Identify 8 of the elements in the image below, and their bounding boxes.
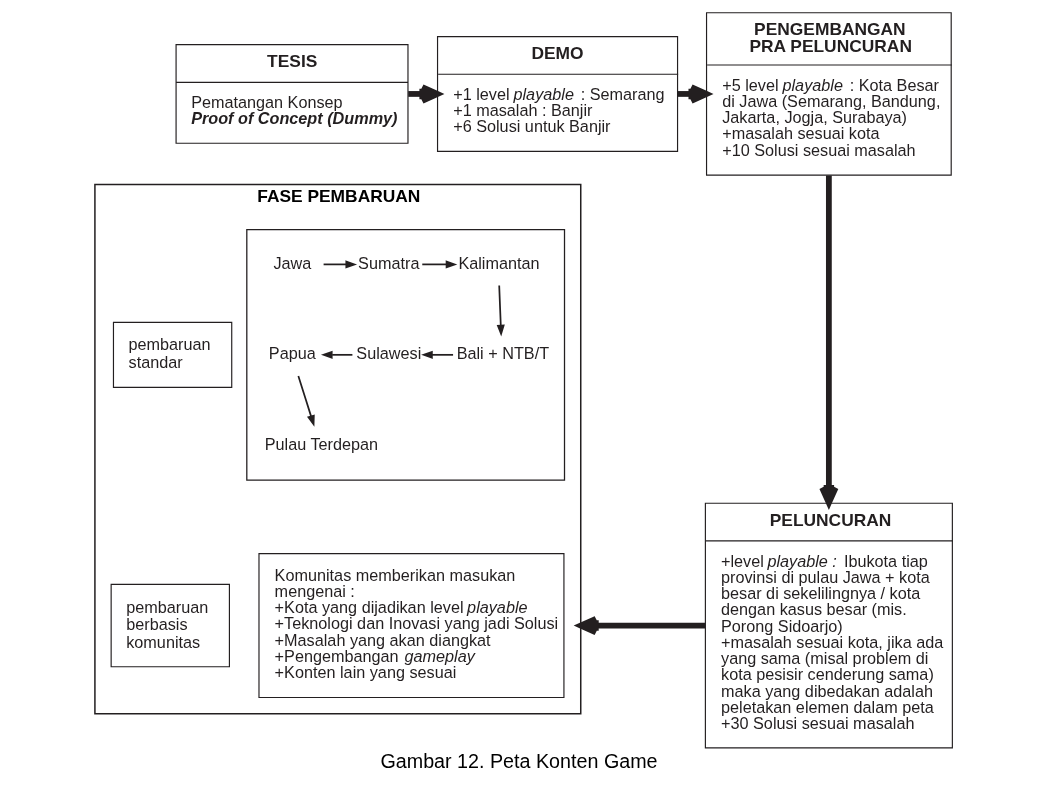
node-text: Kalimantan: [457, 253, 540, 272]
caption: Gambar 12. Peta Konten Game: [379, 750, 658, 773]
node-text: Bali + NTB/T: [456, 344, 549, 363]
node-text: Sumatra: [357, 253, 419, 272]
node-text: Papua: [268, 344, 316, 363]
node-text: Pulau Terdepan: [264, 434, 378, 453]
node-text: Sulawesi: [355, 344, 421, 363]
node-text: Jawa: [272, 253, 311, 272]
